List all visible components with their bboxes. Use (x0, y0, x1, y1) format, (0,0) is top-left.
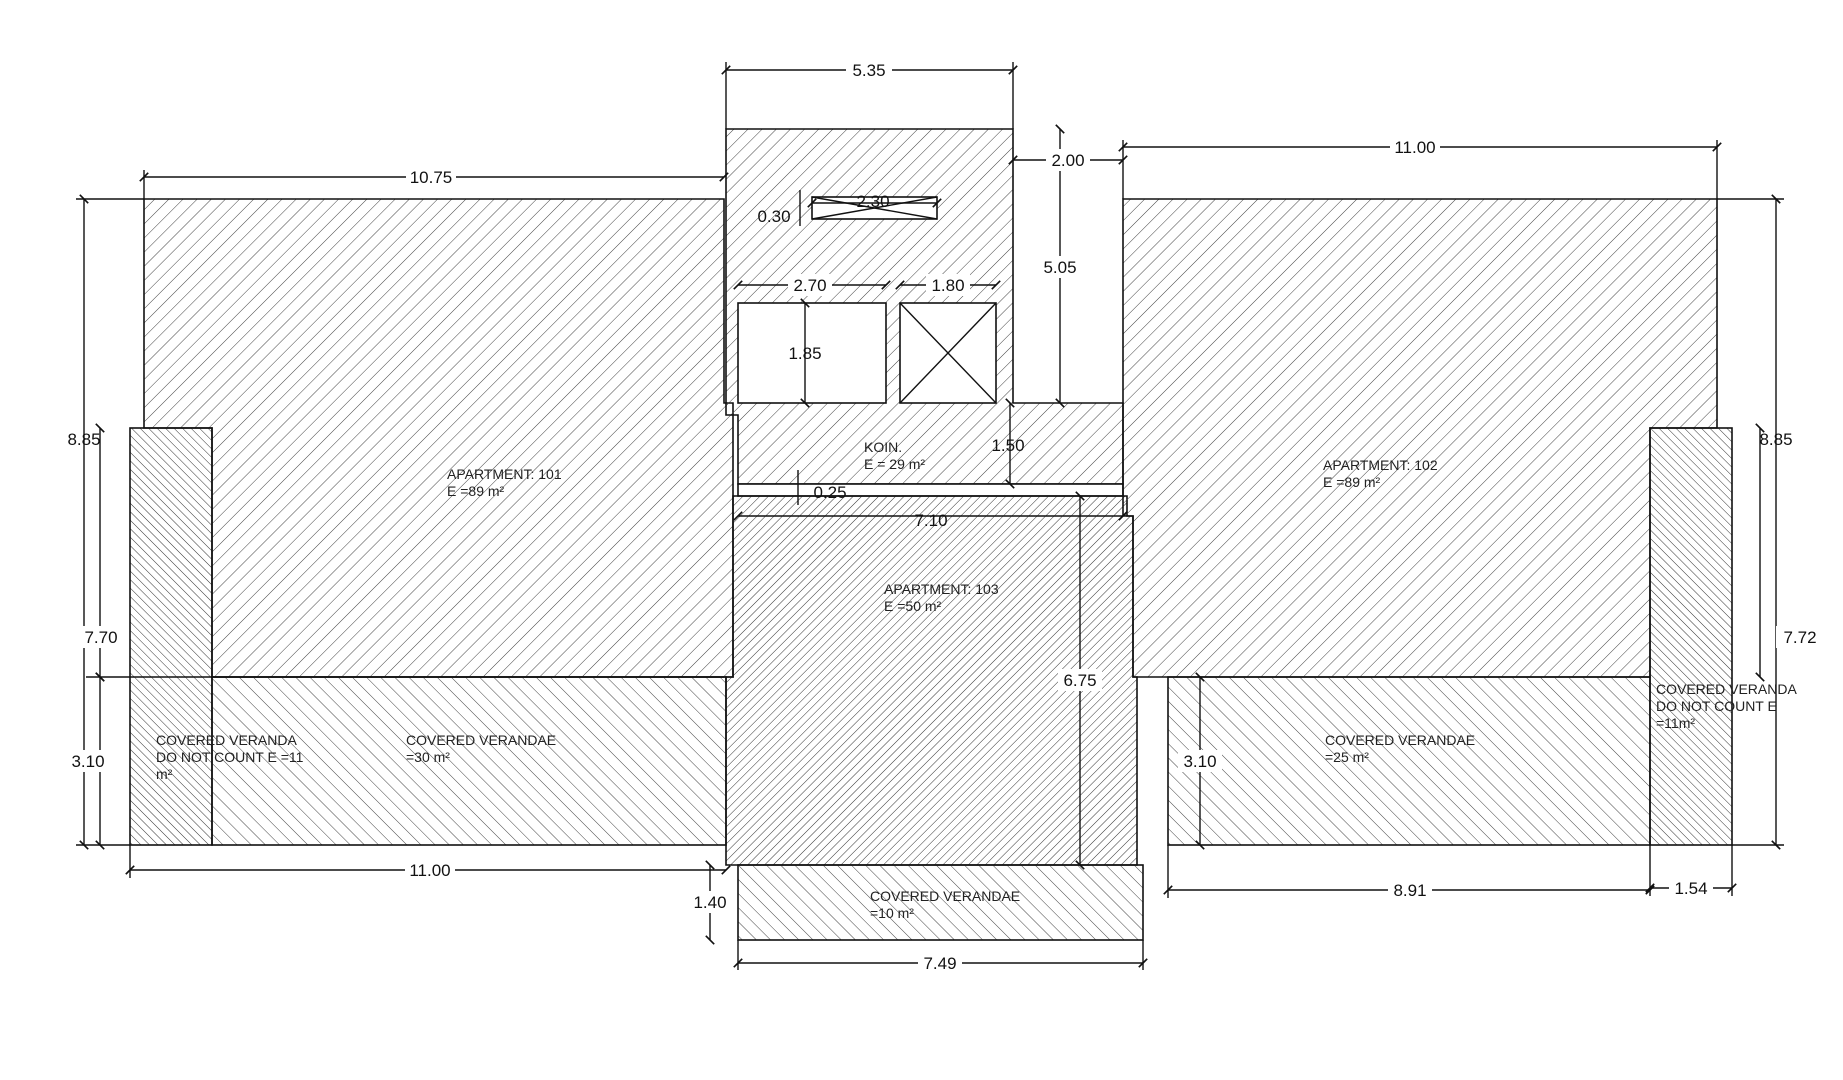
dim-core-height: 5.05 (1043, 258, 1076, 277)
dim-right-top-width: 11.00 (1394, 138, 1435, 157)
dim-vent-depth: 0.30 (757, 207, 790, 226)
stair-opening (737, 302, 887, 404)
veranda-left-line2: =30 m² (406, 749, 450, 765)
dim-stair-depth: 1.85 (788, 344, 821, 363)
slab-strip (737, 483, 1124, 497)
dim-right-veranda-width: 8.91 (1393, 881, 1426, 900)
dim-koin-depth: 1.50 (991, 436, 1024, 455)
dim-right-veranda-height: 3.10 (1183, 752, 1216, 771)
area-labels: APARTMENT: 101 E =89 m² APARTMENT: 102 E… (156, 439, 1797, 921)
dim-lift-width: 1.80 (931, 276, 964, 295)
veranda-left-area (211, 676, 727, 846)
dim-bottom-veranda-depth: 1.40 (693, 893, 726, 912)
veranda-left-side-area (129, 427, 213, 846)
dim-slab-gap: 0.25 (813, 483, 846, 502)
dim-core-width: 5.35 (852, 61, 885, 80)
apt102-area: E =89 m² (1323, 474, 1381, 490)
dim-right-side-width: 1.54 (1674, 879, 1707, 898)
koin-area: E = 29 m² (864, 456, 925, 472)
veranda-right-line2: =25 m² (1325, 749, 1369, 765)
veranda-left-line1: COVERED VERANDAE (406, 732, 556, 748)
dim-vent-width: 2.30 (856, 192, 889, 211)
dim-core-gap: 2.00 (1051, 151, 1084, 170)
dim-left-veranda-height: 3.10 (71, 752, 104, 771)
dim-bottom-veranda-width: 7.49 (923, 954, 956, 973)
veranda-right-side-line2: DO NOT COUNT E (1656, 698, 1777, 714)
dim-left-total-height: 8.85 (67, 430, 100, 449)
dim-left-top-width: 10.75 (410, 168, 453, 187)
dimension-labels: 5.35 10.75 11.00 2.00 2.30 0.30 2.70 1.8… (66, 59, 1824, 974)
veranda-bottom-area (737, 864, 1144, 941)
veranda-left-side-line2: DO NOT COUNT E =11 (156, 749, 304, 765)
dim-stair-width: 2.70 (793, 276, 826, 295)
veranda-right-line1: COVERED VERANDAE (1325, 732, 1475, 748)
apt102-name: APARTMENT: 102 (1323, 457, 1438, 473)
koin-name: KOIN. (864, 439, 902, 455)
veranda-right-area (1167, 676, 1651, 846)
apt103-area: E =50 m² (884, 598, 942, 614)
apt101-area: E =89 m² (447, 483, 505, 499)
dim-right-apartment-height: 7.72 (1783, 628, 1816, 647)
dim-right-total-height: 8.85 (1759, 430, 1792, 449)
dim-left-bottom-width: 11.00 (409, 861, 450, 880)
apartment-101-area (143, 198, 734, 678)
apartment-102-area (1122, 198, 1718, 678)
veranda-bottom-line2: =10 m² (870, 905, 914, 921)
dim-apt103-width: 7.10 (914, 511, 947, 530)
veranda-right-side-line3: =11m² (1656, 715, 1695, 731)
veranda-right-side-area (1649, 427, 1733, 846)
dim-apt103-height: 6.75 (1063, 671, 1096, 690)
apt103-name: APARTMENT: 103 (884, 581, 999, 597)
apt101-name: APARTMENT: 101 (447, 466, 562, 482)
veranda-left-side-line3: m² (156, 766, 173, 782)
veranda-left-side-line1: COVERED VERANDA (156, 732, 297, 748)
veranda-right-side-line1: COVERED VERANDA (1656, 681, 1797, 697)
dim-left-apartment-height: 7.70 (84, 628, 117, 647)
veranda-bottom-line1: COVERED VERANDAE (870, 888, 1020, 904)
